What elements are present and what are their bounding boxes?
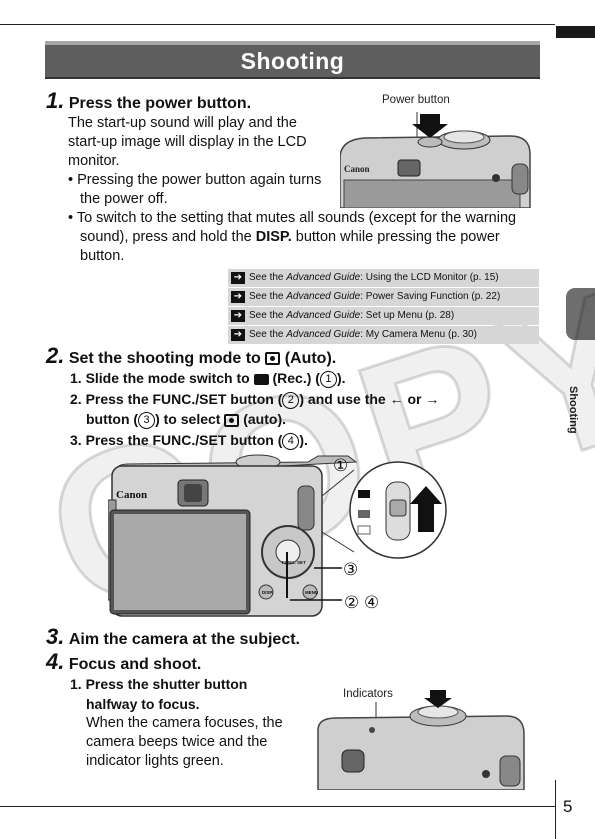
ref-prefix: See the xyxy=(249,329,287,340)
section-title: Shooting xyxy=(45,41,540,79)
arrow-icon: ➔ xyxy=(231,310,245,322)
step1-body: The start-up sound will play and the sta… xyxy=(68,115,307,169)
ref-text: : Set up Menu (p. 28) xyxy=(360,310,455,321)
callout-2-4-label: ② ④ xyxy=(344,593,380,612)
sub2-text-a: 2. Press the FUNC./SET button ( xyxy=(70,391,283,407)
step2-sub3: 3. Press the FUNC./SET button (4). xyxy=(70,430,308,450)
auto-mode-icon xyxy=(265,352,281,366)
sub2-text-c: button ( xyxy=(86,411,139,427)
func-set-label: FUNC. SET xyxy=(282,560,306,565)
ref-text: : Using the LCD Monitor (p. 15) xyxy=(360,272,499,283)
left-arrow-icon: ← xyxy=(389,391,404,407)
step3-title: Aim the camera at the subject. xyxy=(68,631,300,648)
ref-prefix: See the xyxy=(249,291,287,302)
sub3-text-b: ). xyxy=(299,432,308,448)
ref-guide: Advanced Guide xyxy=(286,291,361,302)
camera-back-illustration xyxy=(108,454,447,617)
step2-number: 2. xyxy=(46,343,65,368)
sub1-text-a: 1. Slide the mode switch to xyxy=(70,370,254,386)
sub2-text-d: ) to select xyxy=(155,411,225,427)
sub2-text-b: ) and use the xyxy=(299,391,390,407)
callout-circle-4: 4 xyxy=(282,432,300,450)
reference-power-saving: ➔ See the Advanced Guide: Power Saving Fu… xyxy=(228,288,539,306)
sub1-text-b: (Rec.) ( xyxy=(268,370,320,386)
ref-text: : My Camera Menu (p. 30) xyxy=(360,329,477,340)
ref-guide: Advanced Guide xyxy=(286,310,361,321)
arrow-icon: ➔ xyxy=(231,272,245,284)
menu-button-label: MENU xyxy=(305,590,319,595)
step2-sub2-line1: 2. Press the FUNC./SET button (2) and us… xyxy=(70,389,439,409)
side-tab-label: Shooting xyxy=(567,386,579,434)
bullet-mute-text-b: button while pressing the power button. xyxy=(80,229,500,264)
step4-sub1-body: When the camera focuses, the camera beep… xyxy=(86,715,283,769)
side-tab-marker xyxy=(566,288,595,340)
step1-heading: 1. Press the power button. xyxy=(46,88,251,114)
reference-my-camera-menu: ➔ See the Advanced Guide: My Camera Menu … xyxy=(228,326,539,344)
disp-keyword: DISP. xyxy=(255,229,292,245)
disp-button-label: DISP. xyxy=(262,590,274,595)
callout-circle-3: 3 xyxy=(138,411,156,429)
power-button-caption: Power button xyxy=(382,94,450,106)
step4-sub1-title: 1. Press the shutter button halfway to f… xyxy=(70,676,248,712)
ref-guide: Advanced Guide xyxy=(286,272,361,283)
sub3-text-a: 3. Press the FUNC./SET button ( xyxy=(70,432,283,448)
step4-number: 4. xyxy=(46,649,65,674)
top-corner-tab xyxy=(556,26,595,38)
ref-prefix: See the xyxy=(249,272,287,283)
reference-lcd-monitor: ➔ See the Advanced Guide: Using the LCD M… xyxy=(228,269,539,287)
callout-circle-2: 2 xyxy=(282,391,300,409)
step1-bullet-mute: • To switch to the setting that mutes al… xyxy=(68,209,530,266)
step1-title: Press the power button. xyxy=(68,95,252,112)
svg-text:Canon: Canon xyxy=(344,164,370,174)
camera-shutter-illustration xyxy=(317,690,525,790)
step1-number: 1. xyxy=(46,88,65,113)
page-number: 5 xyxy=(563,797,573,816)
callout-1-label: ① xyxy=(333,456,349,475)
step2-heading: 2. Set the shooting mode to (Auto). xyxy=(46,343,336,369)
auto-mode-icon xyxy=(224,413,240,427)
ref-text: : Power Saving Function (p. 22) xyxy=(360,291,501,302)
arrow-icon: ➔ xyxy=(231,291,245,303)
reference-set-up-menu: ➔ See the Advanced Guide: Set up Menu (p.… xyxy=(228,307,539,325)
bottom-rule xyxy=(0,806,555,807)
step2-sub1: 1. Slide the mode switch to (Rec.) (1). xyxy=(70,368,346,388)
camera-brand-logo: Canon xyxy=(116,489,148,501)
camera-mode-icon xyxy=(253,373,269,385)
sub2-text-or: or xyxy=(403,391,426,407)
callout-circle-1: 1 xyxy=(319,370,337,388)
step3-heading: 3. Aim the camera at the subject. xyxy=(46,624,300,650)
step4-heading: 4. Focus and shoot. xyxy=(46,649,201,675)
step3-number: 3. xyxy=(46,624,65,649)
step2-title-a: Set the shooting mode to xyxy=(68,350,266,367)
sub2-text-e: (auto). xyxy=(239,411,286,427)
right-arrow-icon: → xyxy=(425,391,440,407)
step4-title: Focus and shoot. xyxy=(68,656,202,673)
indicators-caption: Indicators xyxy=(343,688,393,700)
ref-guide: Advanced Guide xyxy=(286,329,361,340)
arrow-icon: ➔ xyxy=(231,329,245,341)
page-number-divider xyxy=(555,780,556,839)
bullet-mute-text-a: • To switch to the setting that mutes al… xyxy=(68,210,517,245)
step1-bullet-power-off: • Pressing the power button again turns … xyxy=(68,172,322,207)
camera-top-illustration: Canon xyxy=(340,112,531,208)
callout-3-label: ③ xyxy=(343,560,359,579)
step2-sub2-line2: button (3) to select (auto). xyxy=(86,409,286,429)
sub1-text-c: ). xyxy=(336,370,346,386)
top-rule xyxy=(0,24,555,25)
step2-title-b: (Auto). xyxy=(280,350,337,367)
ref-prefix: See the xyxy=(249,310,287,321)
